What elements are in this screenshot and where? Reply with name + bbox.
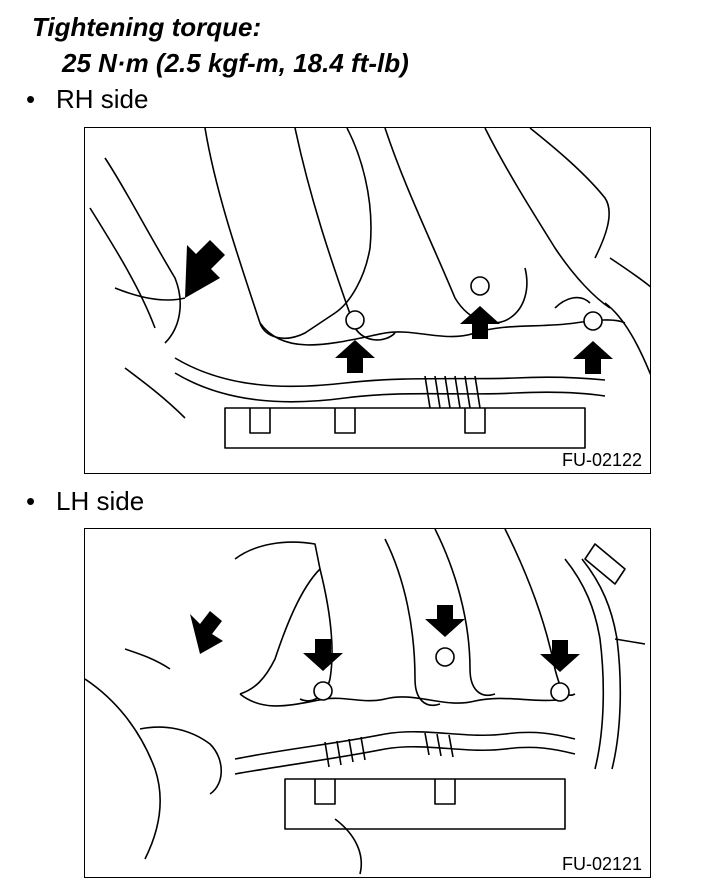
rh-side-label: • RH side (26, 84, 148, 114)
lh-side-figure: FU-02121 (84, 528, 651, 878)
page-title: Tightening torque: (32, 12, 262, 42)
lh-side-label: • LH side (26, 486, 144, 516)
torque-value: 25 N·m (2.5 kgf-m, 18.4 ft-lb) (62, 48, 409, 78)
figure-id: FU-02121 (559, 853, 644, 875)
rh-manifold-illustration (89, 128, 650, 449)
bullet-glyph: • (26, 486, 36, 516)
section-label: RH side (56, 84, 149, 114)
lh-manifold-illustration (85, 529, 646, 875)
section-label: LH side (56, 486, 145, 516)
bullet-glyph: • (26, 84, 36, 114)
figure-id: FU-02122 (559, 449, 644, 471)
rh-side-figure: FU-02122 (84, 127, 651, 474)
